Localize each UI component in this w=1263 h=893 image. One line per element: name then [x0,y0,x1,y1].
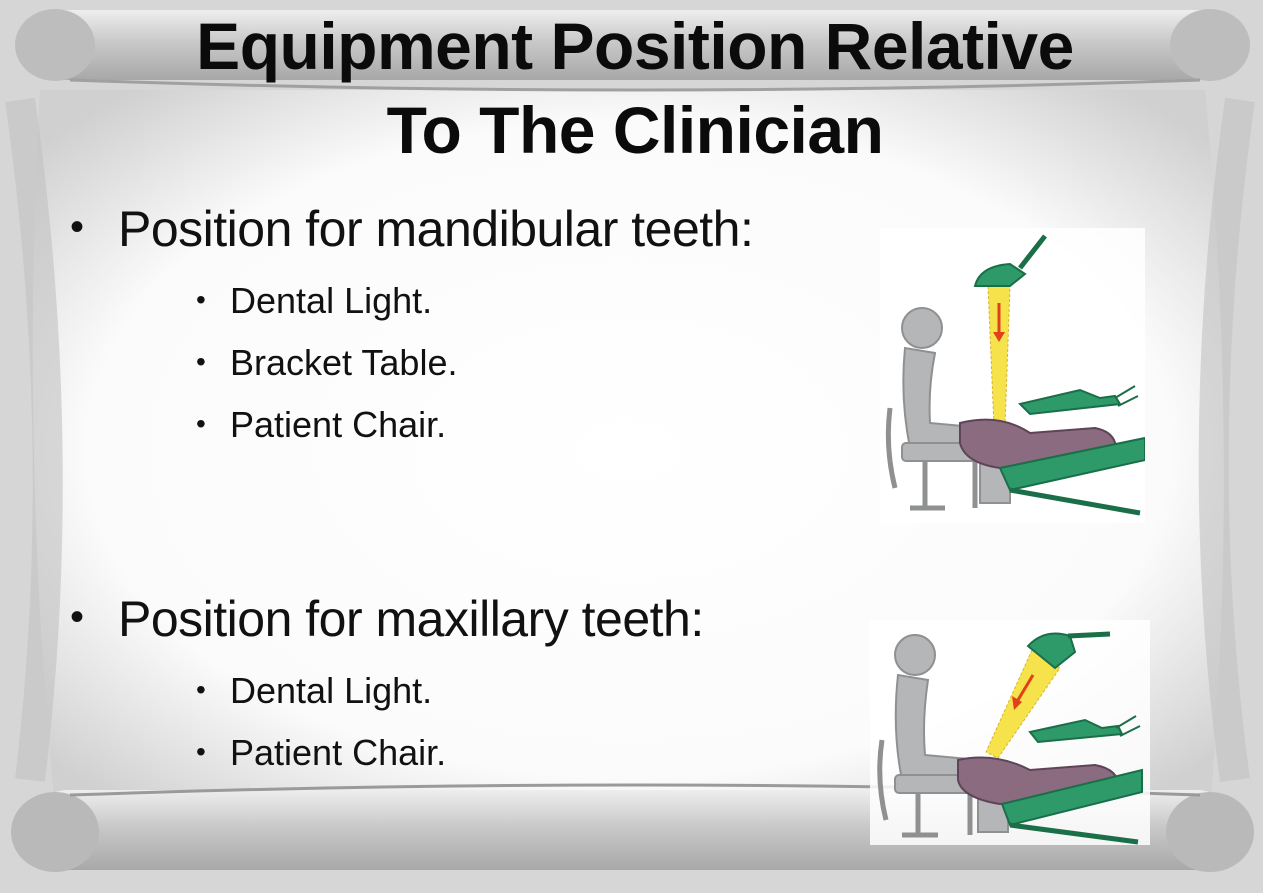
bracket-table-icon [1018,385,1139,416]
list-item-text: Dental Light. [230,670,433,711]
maxillary-position-illustration [870,620,1150,845]
list-item-text: Patient Chair. [230,732,447,773]
clinician-figure [877,634,1009,838]
list-item-text: Bracket Table. [230,342,458,383]
mandibular-heading: • Position for mandibular teeth: [70,200,754,258]
clinician-figure [885,307,1011,511]
bullet-dot: • [196,736,206,767]
title-line-2: To The Clinician [386,93,884,167]
list-item: • Dental Light. [196,280,432,322]
bullet-dot: • [196,674,206,705]
bullet-dot: • [196,284,206,315]
list-item: • Dental Light. [196,670,432,712]
list-item: • Patient Chair. [196,404,446,446]
mandibular-heading-text: Position for mandibular teeth: [118,201,754,257]
list-item: • Patient Chair. [196,732,446,774]
patient-chair-icon [1000,768,1143,845]
mandibular-position-illustration [880,228,1145,523]
bullet-dot: • [70,205,84,249]
dental-light-icon [1026,631,1111,670]
maxillary-heading: • Position for maxillary teeth: [70,590,704,648]
slide-title: Equipment Position Relative To The Clini… [60,4,1210,172]
title-line-1: Equipment Position Relative [196,9,1074,83]
maxillary-heading-text: Position for maxillary teeth: [118,591,704,647]
bracket-table-icon [1028,715,1141,744]
list-item-text: Dental Light. [230,280,433,321]
bullet-dot: • [196,408,206,439]
arrow-down-icon [1012,696,1022,710]
bullet-dot: • [70,595,84,639]
arrow-down-icon [993,332,1005,342]
list-item: • Bracket Table. [196,342,457,384]
dental-light-icon [973,234,1047,287]
list-item-text: Patient Chair. [230,404,447,445]
bullet-dot: • [196,346,206,377]
patient-chair-icon [998,436,1145,516]
